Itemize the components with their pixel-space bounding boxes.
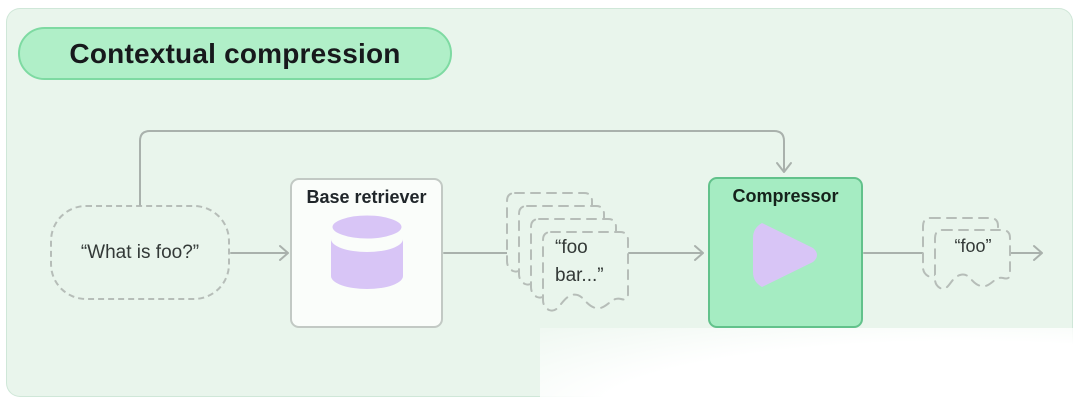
retrieved-docs-text-line1: “foo	[555, 237, 588, 258]
diagram-title: Contextual compression	[69, 37, 401, 69]
base-retriever-label: Base retriever	[306, 187, 427, 207]
query-text: “What is foo?”	[80, 241, 200, 263]
diagram-title-badge: Contextual compression	[18, 27, 452, 80]
bottom-right-white-fade	[540, 328, 1080, 409]
compressed-doc-text: “foo”	[954, 236, 992, 256]
compressor-label: Compressor	[732, 186, 839, 206]
retrieved-docs-text-line2: bar...”	[555, 265, 604, 286]
retrieved-docs-text: “foo bar...”	[555, 234, 623, 290]
compressor-node: Compressor	[708, 177, 863, 328]
base-retriever-node: Base retriever	[290, 178, 443, 328]
query-node: “What is foo?”	[50, 205, 230, 300]
